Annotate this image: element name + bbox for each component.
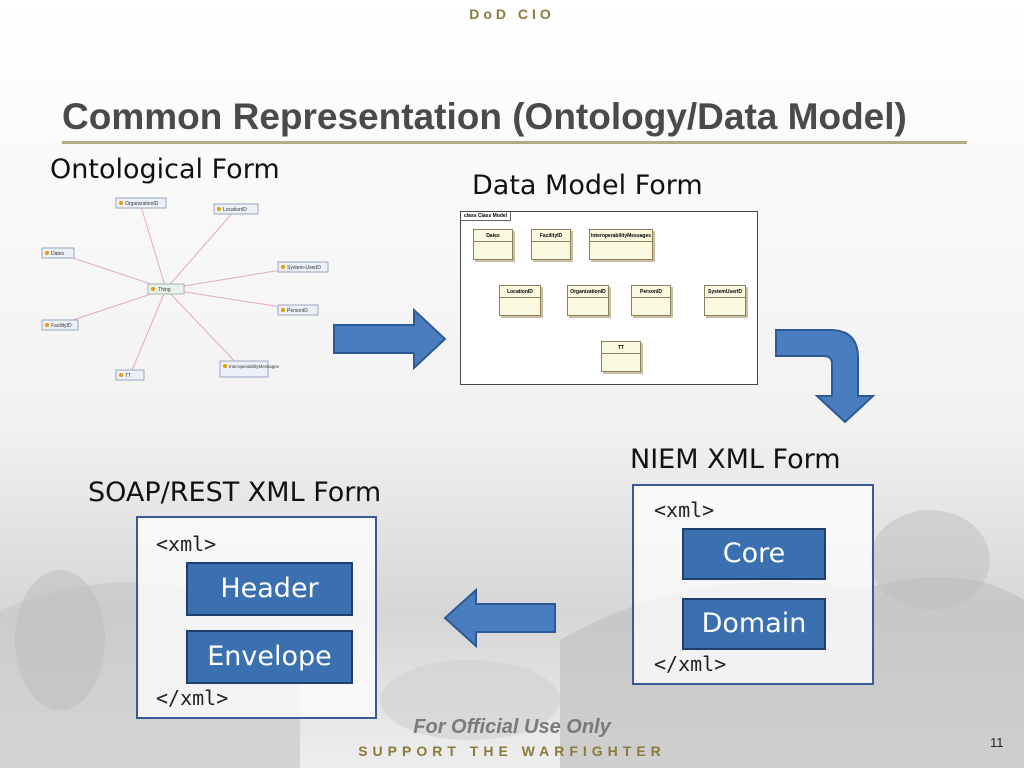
ontology-node-dates: Dates	[41, 247, 75, 259]
ontology-center-label: Thing	[158, 287, 171, 293]
svg-text:OrganizationID: OrganizationID	[125, 201, 159, 207]
class-interoperabilitymessages: InteroperabilityMessages	[589, 229, 653, 260]
ontology-graph: Thing OrganizationID LocationID Dates Sy…	[41, 197, 329, 381]
data-model-form-label: Data Model Form	[472, 170, 703, 201]
niem-open-tag: <xml>	[654, 498, 715, 522]
svg-text:TT: TT	[125, 373, 131, 379]
ontology-node-tt: TT	[115, 369, 145, 381]
class-personid: PersonID	[631, 285, 671, 316]
ontological-form-label: Ontological Form	[50, 154, 280, 185]
svg-text:FacilityID: FacilityID	[51, 323, 72, 329]
class-locationid: LocationID	[499, 285, 541, 316]
classification-footer: For Official Use Only	[413, 716, 611, 738]
ontology-node-organizationid: OrganizationID	[115, 197, 167, 209]
niem-domain-box: Domain	[682, 598, 826, 650]
niem-xml-box: <xml> Core Domain </xml>	[632, 484, 874, 685]
soap-envelope-box: Envelope	[186, 630, 353, 684]
class-organizationid: OrganizationID	[567, 285, 609, 316]
ontology-node-interoperabilitymessages: InteroperabilityMessages	[219, 360, 280, 378]
class-dates: Dates	[473, 229, 513, 260]
page-number: 11	[990, 735, 1004, 750]
svg-text:System-UserID: System-UserID	[287, 265, 321, 271]
ontology-node-locationid: LocationID	[213, 203, 259, 215]
niem-core-box: Core	[682, 528, 826, 580]
dod-cio-header: DoD CIO	[469, 6, 555, 22]
niem-xml-form-label: NIEM XML Form	[630, 444, 841, 475]
svg-text:PersonID: PersonID	[287, 308, 308, 314]
soap-rest-xml-box: <xml> Header Envelope </xml>	[136, 516, 377, 719]
niem-close-tag: </xml>	[654, 652, 727, 676]
soap-header-box: Header	[186, 562, 353, 616]
class-facilityid: FacilityID	[531, 229, 571, 260]
svg-text:Dates: Dates	[51, 251, 65, 257]
class-model-frame-label: class Class Model	[461, 212, 512, 221]
slide-title: Common Representation (Ontology/Data Mod…	[62, 96, 907, 137]
svg-text:LocationID: LocationID	[223, 207, 247, 213]
title-divider	[62, 141, 967, 144]
soap-open-tag: <xml>	[156, 532, 217, 556]
motto-footer: SUPPORT THE WARFIGHTER	[358, 743, 666, 759]
data-model-diagram: class Class Model Dates FacilityID Inter…	[460, 211, 758, 385]
ontology-node-system-userid: System-UserID	[277, 261, 329, 273]
ontology-node-thing: Thing	[147, 283, 185, 295]
class-tt: TT	[601, 341, 641, 372]
svg-text:InteroperabilityMessages: InteroperabilityMessages	[229, 364, 280, 369]
soap-close-tag: </xml>	[156, 686, 229, 710]
ontology-node-facilityid: FacilityID	[41, 319, 79, 331]
class-systemuserid: SystemUserID	[704, 285, 746, 316]
soap-rest-xml-form-label: SOAP/REST XML Form	[88, 477, 382, 508]
ontology-node-personid: PersonID	[277, 304, 319, 316]
